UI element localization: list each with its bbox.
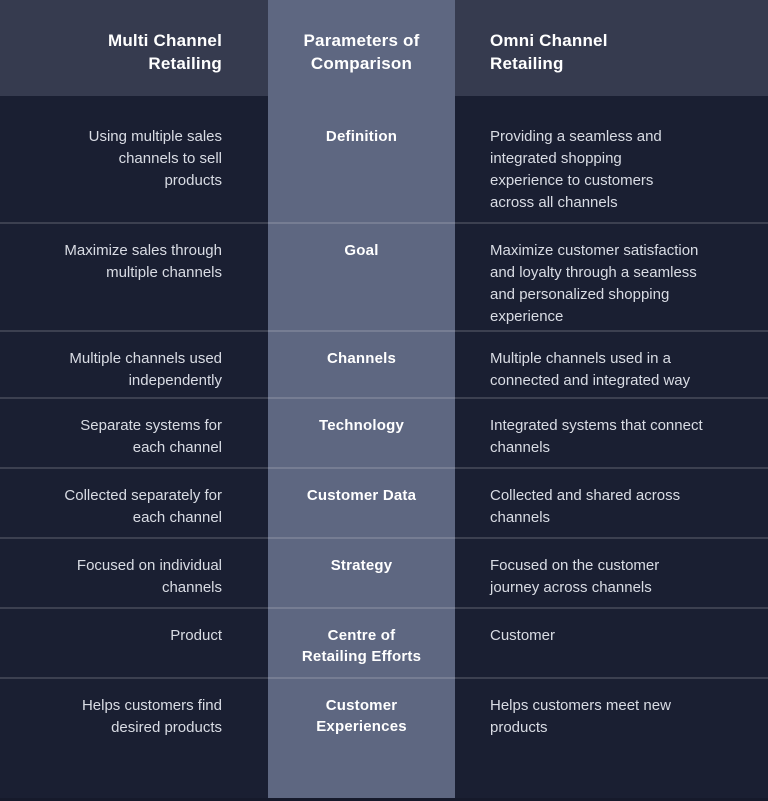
table-row-definition: Using multiple sales channels to sell pr… — [0, 96, 768, 222]
table-row-channels: Multiple channels used independently Cha… — [0, 330, 768, 397]
bottom-strip — [0, 798, 768, 801]
parameter-goal-label: Goal — [268, 222, 455, 330]
multi-channel-customer-data-cell: Collected separately for each channel — [0, 467, 268, 537]
header-row: Multi Channel Retailing Parameters of Co… — [0, 0, 768, 96]
omni-channel-technology-cell: Integrated systems that connect channels — [455, 397, 768, 467]
multi-channel-channels-cell: Multiple channels used independently — [0, 330, 268, 397]
column-header-parameters: Parameters of Comparison — [268, 0, 455, 96]
parameter-customer-data-label: Customer Data — [268, 467, 455, 537]
omni-channel-definition-cell: Providing a seamless and integrated shop… — [455, 96, 768, 222]
parameter-centre-label: Centre of Retailing Efforts — [268, 607, 455, 677]
parameter-channels-label: Channels — [268, 330, 455, 397]
omni-channel-channels-cell: Multiple channels used in a connected an… — [455, 330, 768, 397]
omni-channel-customer-data-cell: Collected and shared across channels — [455, 467, 768, 537]
omni-channel-goal-cell: Maximize customer satisfaction and loyal… — [455, 222, 768, 330]
multi-channel-technology-cell: Separate systems for each channel — [0, 397, 268, 467]
table-row-centre-of-retailing-efforts: Product Centre of Retailing Efforts Cust… — [0, 607, 768, 677]
table-row-technology: Separate systems for each channel Techno… — [0, 397, 768, 467]
parameter-definition-label: Definition — [268, 96, 455, 222]
table-row-customer-data: Collected separately for each channel Cu… — [0, 467, 768, 537]
multi-channel-centre-cell: Product — [0, 607, 268, 677]
omni-channel-experiences-cell: Helps customers meet new products — [455, 677, 768, 798]
parameter-strategy-label: Strategy — [268, 537, 455, 607]
column-header-multi-channel: Multi Channel Retailing — [0, 0, 268, 96]
table-row-customer-experiences: Helps customers find desired products Cu… — [0, 677, 768, 798]
table-row-strategy: Focused on individual channels Strategy … — [0, 537, 768, 607]
parameter-technology-label: Technology — [268, 397, 455, 467]
parameter-experiences-label: Customer Experiences — [268, 677, 455, 798]
table-row-goal: Maximize sales through multiple channels… — [0, 222, 768, 330]
multi-channel-strategy-cell: Focused on individual channels — [0, 537, 268, 607]
multi-channel-experiences-cell: Helps customers find desired products — [0, 677, 268, 798]
column-header-omni-channel: Omni Channel Retailing — [455, 0, 768, 96]
multi-channel-goal-cell: Maximize sales through multiple channels — [0, 222, 268, 330]
omni-channel-strategy-cell: Focused on the customer journey across c… — [455, 537, 768, 607]
multi-channel-definition-cell: Using multiple sales channels to sell pr… — [0, 96, 268, 222]
omni-channel-centre-cell: Customer — [455, 607, 768, 677]
